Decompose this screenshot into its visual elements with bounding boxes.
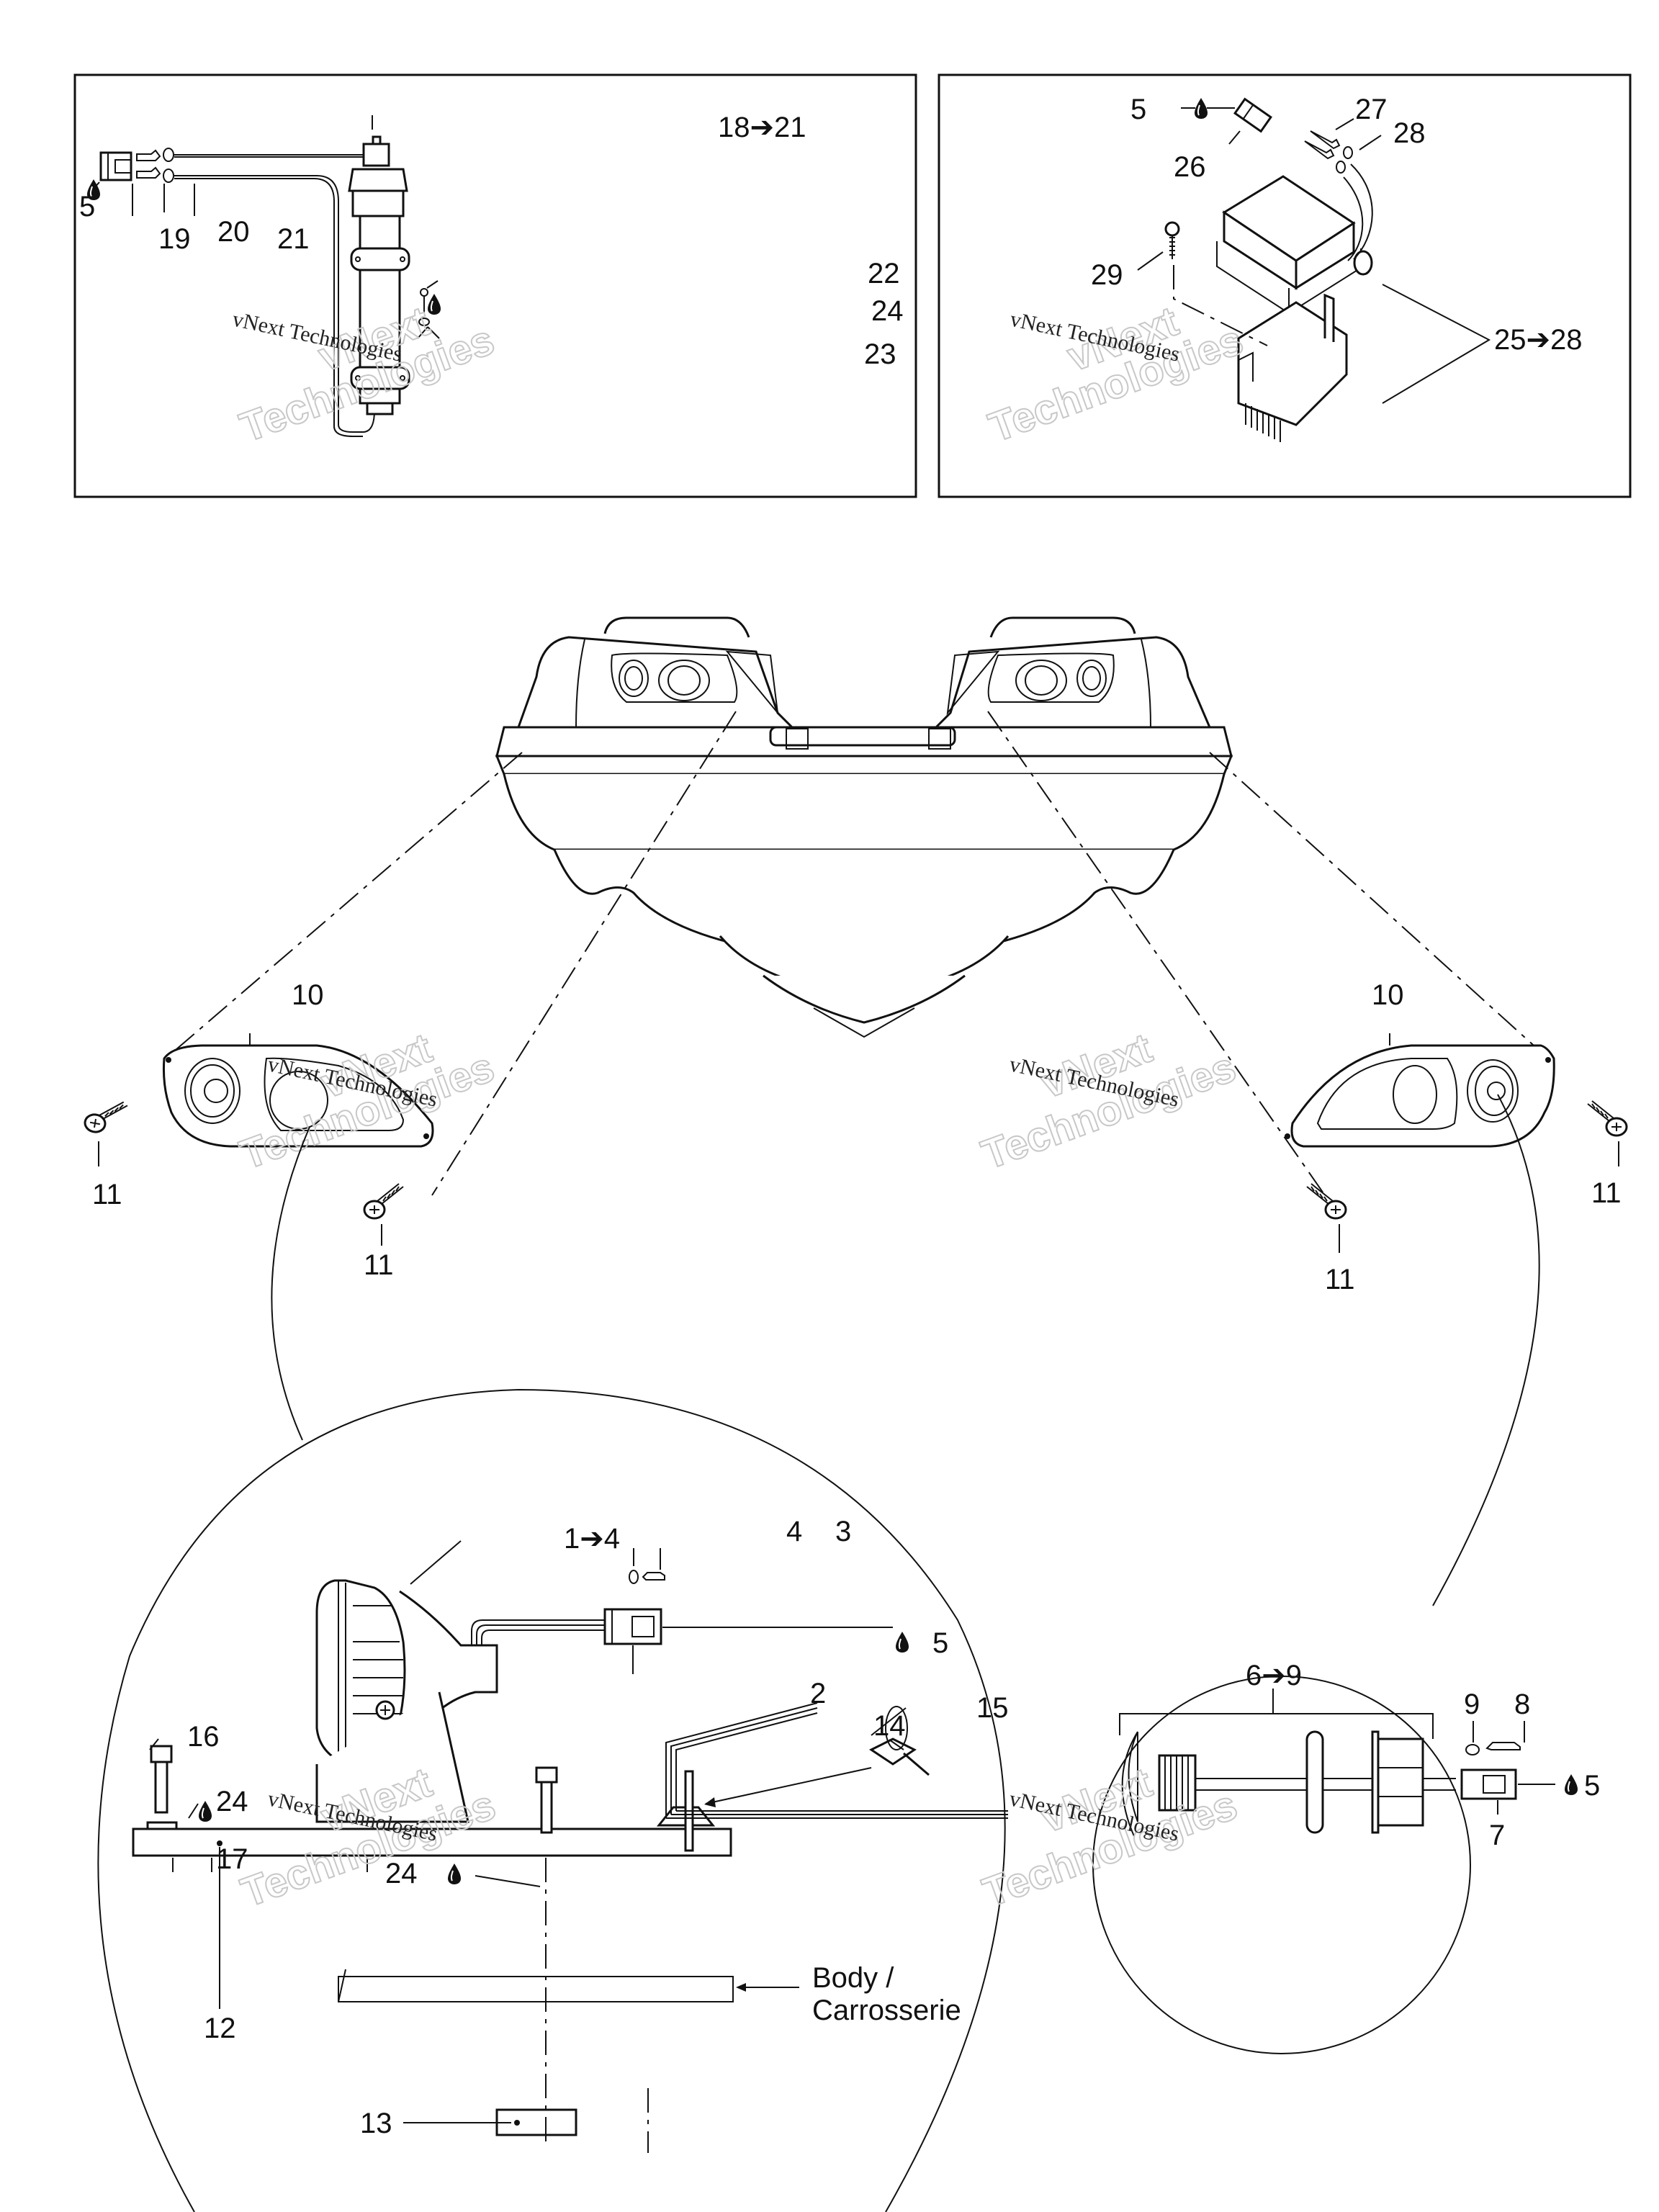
label-1-4: 1➔4 [564, 1523, 620, 1555]
label-8: 8 [1514, 1689, 1530, 1720]
detail-circle [97, 1388, 1006, 2212]
label-body: Body / [812, 1962, 894, 1994]
relay-bracket [1237, 293, 1348, 442]
light-cover-right: 10 11 11 [1285, 979, 1628, 1295]
nut [1377, 1737, 1424, 1827]
label-27: 27 [1355, 94, 1388, 125]
connector-26 [1233, 97, 1272, 133]
seal-4 [629, 1570, 639, 1584]
wire [174, 175, 375, 433]
bolt-16 [150, 1745, 173, 1814]
droplet-icon [198, 1800, 212, 1822]
terminals-27 [1304, 130, 1341, 160]
label-18-21: 18➔21 [718, 112, 806, 143]
label-25-28: 25➔28 [1494, 324, 1583, 356]
terminal-3 [642, 1572, 665, 1581]
connector-2 [603, 1608, 662, 1645]
label-11: 11 [364, 1249, 394, 1281]
screw-11 [363, 1182, 405, 1220]
gasket [1305, 1730, 1324, 1834]
connector-7 [1460, 1768, 1517, 1800]
label-6-9: 6➔9 [1246, 1660, 1302, 1691]
label-4: 4 [786, 1516, 802, 1547]
headlight-lamp [315, 1579, 498, 1823]
label-15: 15 [976, 1692, 1009, 1724]
label-10: 10 [292, 979, 324, 1011]
panel-border [938, 73, 1632, 498]
label-24: 24 [871, 295, 904, 327]
label-26: 26 [1174, 151, 1206, 183]
label-14: 14 [873, 1710, 906, 1742]
droplet-icon [895, 1631, 909, 1653]
seals-21 [163, 148, 174, 183]
seal-28 [1343, 146, 1353, 159]
label-7: 7 [1489, 1820, 1505, 1851]
seal-9 [1465, 1744, 1480, 1755]
relay-module [1216, 163, 1373, 315]
washer-17 [146, 1821, 178, 1830]
screw-22 [420, 288, 428, 313]
watermark: vNext Technologies vNext Technologies vN… [233, 1024, 1242, 1179]
panel-border [73, 73, 917, 498]
label-11: 11 [1591, 1177, 1622, 1209]
label-10: 10 [1372, 979, 1404, 1011]
detail-circle [1092, 1676, 1471, 2054]
label-11: 11 [92, 1179, 122, 1210]
washer-23 [418, 318, 430, 326]
connector-19 [99, 151, 132, 181]
label-5: 5 [932, 1627, 948, 1659]
label-12: 12 [204, 2013, 236, 2044]
label-16: 16 [187, 1721, 220, 1753]
label-20: 20 [217, 216, 250, 248]
label-5: 5 [1584, 1770, 1600, 1802]
label-11: 11 [1325, 1264, 1355, 1295]
droplet-icon [1194, 97, 1208, 120]
label-carrosserie: Carrosserie [812, 1995, 961, 2026]
cable-tie-14-15 [869, 1706, 930, 1776]
label-13: 13 [360, 2108, 392, 2139]
label-29: 29 [1091, 259, 1123, 291]
label-2: 2 [810, 1678, 826, 1709]
callout-connector [271, 1126, 310, 1441]
screw-11 [1586, 1100, 1628, 1137]
label-23: 23 [864, 338, 896, 370]
bilge-pump [348, 135, 410, 415]
watercraft-hull [495, 616, 1233, 1038]
watermark: vNext Technologies vNext Technologies vN… [230, 297, 1250, 451]
seal-28 [1336, 161, 1346, 174]
label-5: 5 [1130, 94, 1146, 125]
light-cover-left: 10 11 11 [82, 979, 434, 1281]
screw-11 [82, 1094, 130, 1138]
droplet-icon [447, 1863, 462, 1885]
terminal-8 [1485, 1742, 1521, 1750]
label-19: 19 [158, 223, 191, 255]
detail-courtesy-light: 6➔9 9 8 5 7 [1092, 1660, 1600, 2054]
label-17: 17 [216, 1843, 248, 1875]
label-21: 21 [277, 223, 310, 255]
panel-relay-assembly: 5 26 27 28 29 25➔28 [938, 73, 1632, 498]
droplet-icon [427, 293, 441, 315]
droplet-icon [1564, 1773, 1578, 1796]
panel-pump-assembly: 18➔21 5 19 20 21 22 24 23 [73, 73, 917, 498]
callout-connector [1432, 1094, 1540, 1606]
watermark: vNext Technologies vNext Technologies vN… [235, 1758, 1244, 1917]
label-22: 22 [868, 258, 900, 289]
label-24: 24 [385, 1858, 418, 1889]
label-28: 28 [1393, 117, 1426, 149]
label-5: 5 [79, 191, 95, 222]
label-3: 3 [835, 1516, 851, 1547]
body-panel [338, 1969, 734, 2002]
label-24: 24 [216, 1786, 248, 1817]
detail-headlight: 1➔4 4 3 5 2 15 14 16 24 17 24 12 13 Body… [97, 1388, 1009, 2212]
screw-29 [1164, 221, 1180, 259]
assembly-leader-lines [165, 711, 1549, 1196]
terminals-20 [136, 149, 161, 179]
screw-11 [1305, 1182, 1347, 1220]
mounting-plate-12 [132, 1827, 732, 1857]
label-9: 9 [1464, 1689, 1480, 1720]
